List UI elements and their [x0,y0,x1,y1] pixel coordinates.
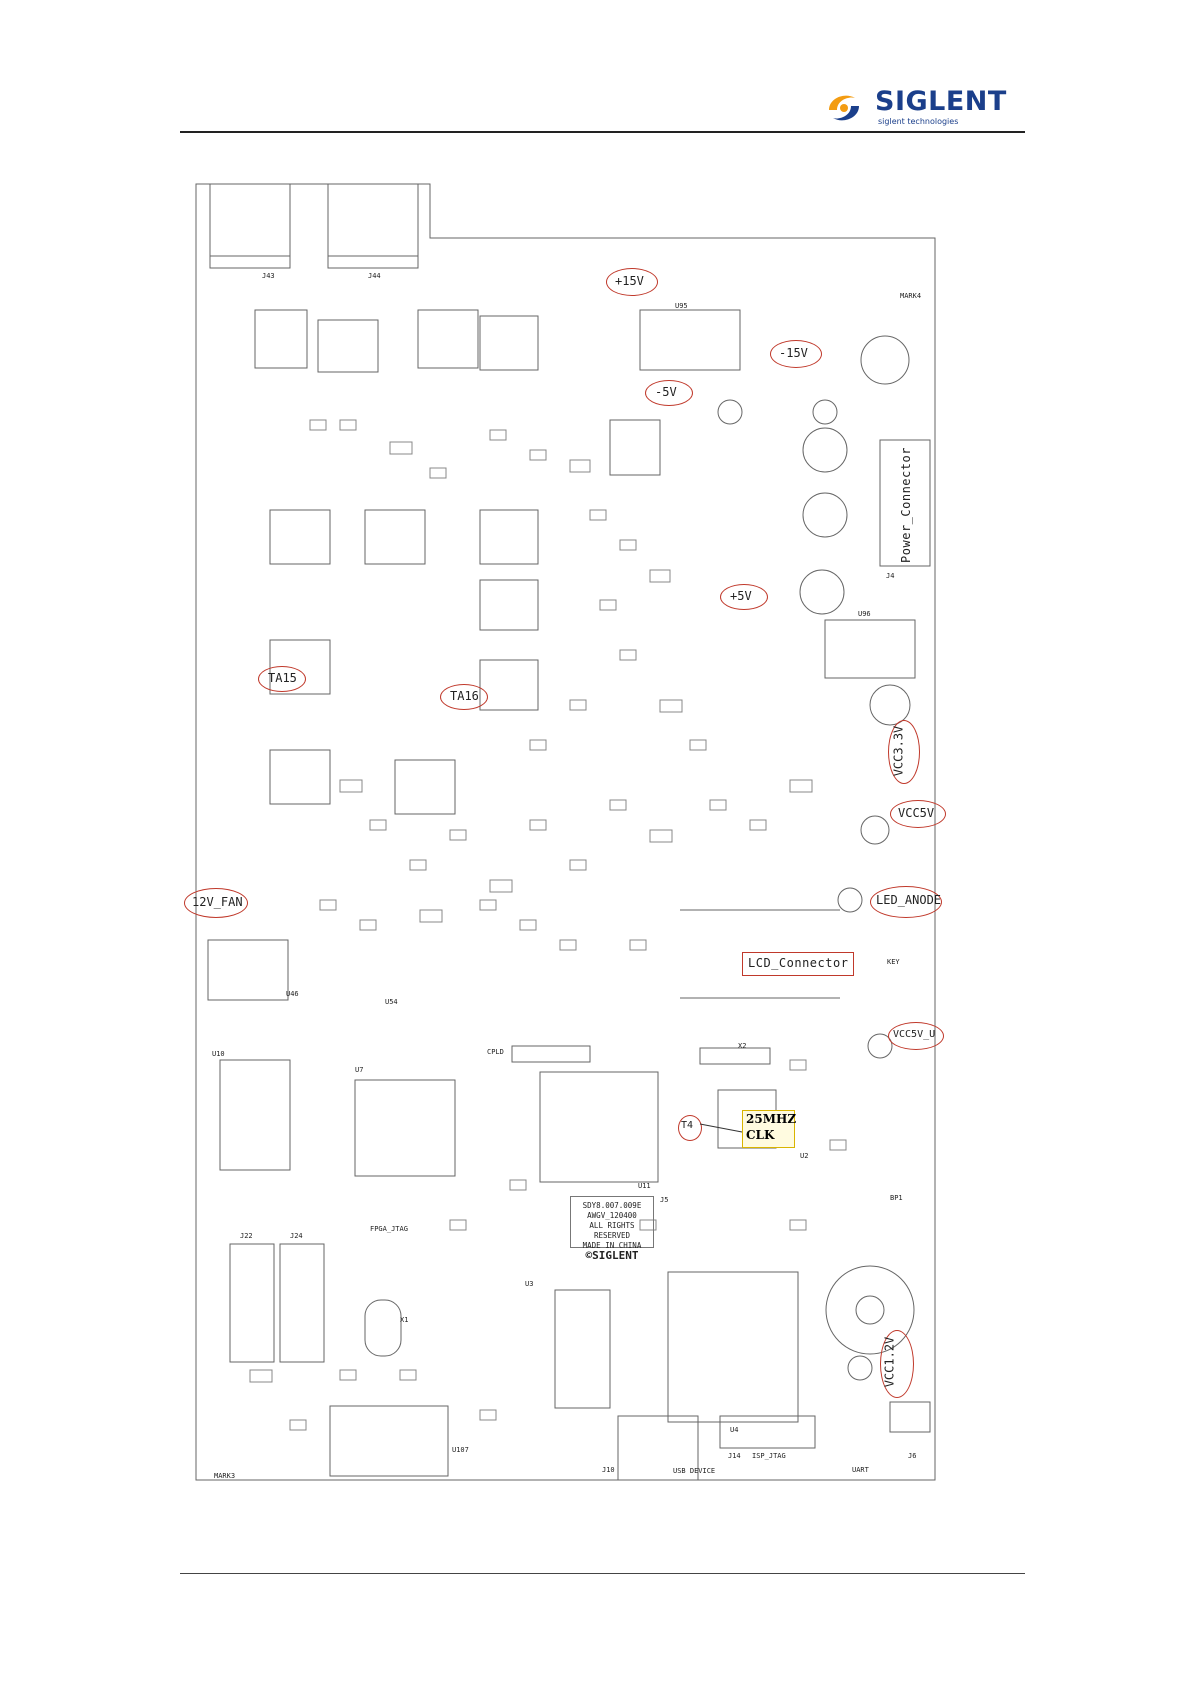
rail-vcc5u: VCC5V_U [893,1029,936,1040]
rail-p15v: +15V [615,274,644,288]
label-x2: X2 [738,1042,747,1050]
rail-oval-vcc12 [880,1330,914,1398]
clock-label: CLK [746,1128,775,1142]
rail-oval-ta15 [258,666,306,692]
siglent-logo: SIGLENT siglent technologies [823,86,1023,128]
pcb-marking-line1: SDY8.007.009E [582,1201,642,1210]
rail-m5v: -5V [655,385,677,399]
label-u54: U54 [385,998,398,1006]
rail-oval-fan [184,888,248,918]
lcd-connector-box [742,952,854,976]
pcb-outline [195,183,936,1481]
rail-t4: T4 [681,1120,694,1131]
label-u11: U11 [638,1182,651,1190]
label-u2: U2 [800,1152,809,1160]
rail-oval-vcc33 [888,720,920,784]
pcb-marking-line5: ©SIGLENT [585,1249,639,1262]
label-j43: J43 [262,272,275,280]
rail-p5v: +5V [730,589,752,603]
rail-ta16: TA16 [450,689,479,703]
label-mark4: MARK4 [900,292,922,300]
label-isp-jtag: ISP_JTAG [752,1452,786,1460]
label-j22: J22 [240,1232,253,1240]
label-key: KEY [887,958,900,966]
pcb-marking: SDY8.007.009E AWGV_120400 ALL RIGHTS RES… [570,1196,654,1261]
brand-tagline: siglent technologies [878,117,959,126]
label-j14: J14 [728,1452,741,1460]
label-uart: UART [852,1466,869,1474]
label-fpga-jtag: FPGA_JTAG [370,1225,408,1233]
rail-fan: 12V_FAN [192,895,243,909]
label-j4: J4 [886,572,895,580]
rail-oval-led [870,886,942,918]
label-x1: X1 [400,1316,409,1324]
label-j44: J44 [368,272,381,280]
rail-oval-p15v [606,268,658,296]
label-u46: U46 [286,990,299,998]
label-mark3: MARK3 [214,1472,236,1480]
label-u95: U95 [675,302,688,310]
rail-oval-p5v [720,584,768,610]
label-u4: U4 [730,1426,739,1434]
label-bp1: BP1 [890,1194,903,1202]
label-j5: J5 [660,1196,669,1204]
label-u10: U10 [212,1050,225,1058]
rail-led: LED_ANODE [876,893,942,907]
label-u107: U107 [452,1446,469,1454]
label-cpld: CPLD [487,1048,504,1056]
label-u3: U3 [525,1280,534,1288]
rail-vcc33: VCC3.3V [891,725,906,777]
rail-vcc5: VCC5V [898,806,935,820]
rail-oval-m5v [645,380,693,406]
rail-m15v: -15V [779,346,808,360]
label-u7: U7 [355,1066,364,1074]
rail-oval-vcc5 [890,800,946,828]
rail-ta15: TA15 [268,671,297,685]
rail-oval-vcc5u [888,1022,944,1050]
brand-name: SIGLENT [875,86,1007,117]
clock-callout: 25MHZ CLK [742,1110,797,1148]
pcb-marking-line4: MADE IN CHINA [582,1241,642,1250]
label-j24: J24 [290,1232,303,1240]
pcb-marking-line3: ALL RIGHTS RESERVED [589,1221,635,1240]
label-j6: J6 [908,1452,917,1460]
pcb-silkscreen: J43 J44 U95 MARK4 J4 U96 KEY U46 U54 U10… [184,180,950,1500]
power-connector-label: Power_Connector [898,447,913,563]
label-u96: U96 [858,610,871,618]
siglent-swirl-icon [829,95,859,121]
rail-vcc12: VCC1.2V [882,1336,897,1388]
label-usb-device: USB DEVICE [673,1467,716,1475]
header-rule [180,131,1025,133]
rail-oval-ta16 [440,684,488,710]
pcb-marking-line2: AWGV_120400 [587,1211,637,1220]
rail-oval-m15v [770,340,822,368]
clock-frequency: 25MHZ [746,1112,797,1126]
lcd-connector-label: LCD_Connector [748,956,849,970]
label-j10: J10 [602,1466,615,1474]
footer-rule [180,1573,1025,1574]
